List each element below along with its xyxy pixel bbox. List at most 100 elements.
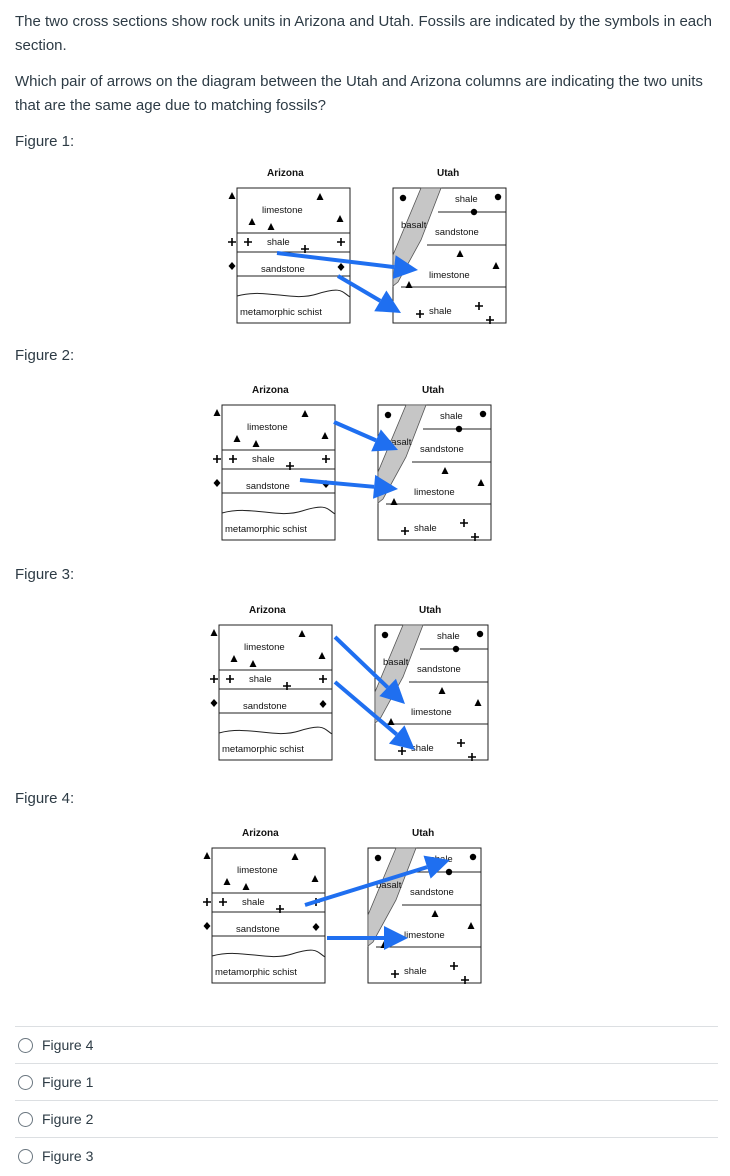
arizona-limestone-label: limestone — [262, 205, 303, 216]
option-figure-4[interactable]: Figure 4 — [15, 1026, 718, 1063]
diamond-fossil-icon — [312, 923, 320, 931]
option-label[interactable]: Figure 4 — [42, 1037, 94, 1053]
cross-fossil-icon — [229, 455, 237, 463]
arizona-bed-boundary — [212, 892, 325, 937]
cross-fossil-icon — [244, 238, 252, 246]
triangle-fossil-icon — [223, 878, 231, 885]
dot-fossil-icon — [381, 631, 389, 639]
option-figure-2[interactable]: Figure 2 — [15, 1100, 718, 1137]
option-label[interactable]: Figure 3 — [42, 1148, 94, 1164]
triangle-fossil-icon — [474, 699, 482, 706]
cross-fossil-icon — [460, 519, 468, 527]
figure-1-label: Figure 1: — [15, 133, 75, 150]
cross-section-group: Arizonalimestoneshalesandstonemetamorphi… — [213, 385, 492, 541]
radio-button[interactable] — [18, 1074, 33, 1090]
triangle-fossil-icon — [390, 498, 398, 505]
triangle-fossil-icon — [387, 718, 395, 725]
triangle-fossil-icon — [233, 435, 241, 442]
diamond-fossil-icon — [210, 699, 218, 707]
cross-fossil-icon — [301, 245, 309, 253]
cross-section-group: Arizonalimestoneshalesandstonemetamorphi… — [228, 168, 507, 324]
arrow-head-icon — [371, 429, 398, 452]
unconformity-line — [221, 506, 336, 515]
figure-1-diagram: Arizonalimestoneshalesandstonemetamorphi… — [228, 168, 507, 324]
utah-shale-lower-label: shale — [414, 523, 437, 534]
cross-fossil-icon — [450, 962, 458, 970]
option-figure-1[interactable]: Figure 1 — [15, 1063, 718, 1100]
utah-shale-lower-label: shale — [404, 966, 427, 977]
cross-fossil-icon — [468, 753, 476, 761]
utah-limestone-label: limestone — [414, 487, 455, 498]
arizona-shale-label: shale — [267, 237, 290, 248]
figure-4-label: Figure 4: — [15, 790, 75, 807]
triangle-fossil-icon — [298, 630, 306, 637]
radio-button[interactable] — [18, 1037, 33, 1053]
utah-basalt-label: basalt — [376, 880, 402, 891]
arizona-bed-boundary — [219, 669, 332, 714]
arizona-sandstone-label: sandstone — [261, 264, 305, 275]
dot-fossil-icon — [374, 854, 382, 862]
cross-fossil-icon — [401, 527, 409, 535]
cross-fossil-icon — [319, 675, 327, 683]
utah-limestone-label: limestone — [404, 930, 445, 941]
triangle-fossil-icon — [301, 410, 309, 417]
utah-basalt-label: basalt — [401, 220, 427, 231]
answer-options: Figure 4 Figure 1 Figure 2 Figure 3 — [15, 1026, 718, 1174]
triangle-fossil-icon — [248, 218, 256, 225]
dot-fossil-icon — [399, 194, 407, 202]
option-label[interactable]: Figure 1 — [42, 1074, 94, 1090]
utah-shale-label: shale — [437, 631, 460, 642]
cross-fossil-icon — [228, 238, 236, 246]
arrow-head-icon — [384, 926, 408, 950]
arizona-shale-label: shale — [249, 674, 272, 685]
triangle-fossil-icon — [242, 883, 250, 890]
unconformity-line — [211, 949, 326, 958]
arizona-title: Arizona — [252, 385, 289, 396]
dot-fossil-icon — [470, 208, 478, 216]
arizona-sandstone-label: sandstone — [243, 701, 287, 712]
arizona-title: Arizona — [242, 828, 279, 839]
utah-title: Utah — [422, 385, 444, 396]
arrow-shaft — [304, 865, 428, 907]
arizona-limestone-label: limestone — [247, 422, 288, 433]
triangle-fossil-icon — [203, 852, 211, 859]
triangle-fossil-icon — [210, 629, 218, 636]
triangle-fossil-icon — [456, 250, 464, 257]
cross-section-group: Arizonalimestoneshalesandstonemetamorphi… — [203, 828, 482, 984]
figure-2-label: Figure 2: — [15, 347, 75, 364]
basalt-dike — [377, 404, 427, 504]
arrow-head-icon — [379, 678, 405, 704]
cross-section-group: Arizonalimestoneshalesandstonemetamorphi… — [210, 605, 489, 761]
figure-3-diagram: Arizonalimestoneshalesandstonemetamorphi… — [210, 605, 489, 761]
dot-fossil-icon — [384, 411, 392, 419]
figure-2-diagram: Arizonalimestoneshalesandstonemetamorphi… — [213, 385, 492, 541]
utah-title: Utah — [419, 605, 441, 616]
arrow-shaft — [336, 274, 382, 303]
cross-fossil-icon — [457, 739, 465, 747]
unconformity-line — [218, 726, 333, 735]
triangle-fossil-icon — [438, 687, 446, 694]
radio-button[interactable] — [18, 1111, 33, 1127]
cross-fossil-icon — [219, 898, 227, 906]
utah-title: Utah — [437, 168, 459, 179]
arrow-shaft — [276, 251, 395, 270]
utah-basalt-label: basalt — [386, 437, 412, 448]
arizona-title: Arizona — [267, 168, 304, 179]
cross-fossil-icon — [210, 675, 218, 683]
triangle-fossil-icon — [467, 922, 475, 929]
radio-button[interactable] — [18, 1148, 33, 1164]
arizona-sandstone-label: sandstone — [246, 481, 290, 492]
arrow-head-icon — [423, 855, 450, 879]
option-label[interactable]: Figure 2 — [42, 1111, 94, 1127]
utah-shale-label: shale — [455, 194, 478, 205]
utah-shale-label: shale — [440, 411, 463, 422]
question-prompt: Which pair of arrows on the diagram betw… — [15, 73, 703, 114]
option-figure-3[interactable]: Figure 3 — [15, 1137, 718, 1174]
utah-basalt-label: basalt — [383, 657, 409, 668]
cross-fossil-icon — [322, 455, 330, 463]
triangle-fossil-icon — [441, 467, 449, 474]
cross-fossil-icon — [475, 302, 483, 310]
arrow-shaft — [333, 420, 377, 443]
cross-fossil-icon — [398, 747, 406, 755]
triangle-fossil-icon — [316, 193, 324, 200]
